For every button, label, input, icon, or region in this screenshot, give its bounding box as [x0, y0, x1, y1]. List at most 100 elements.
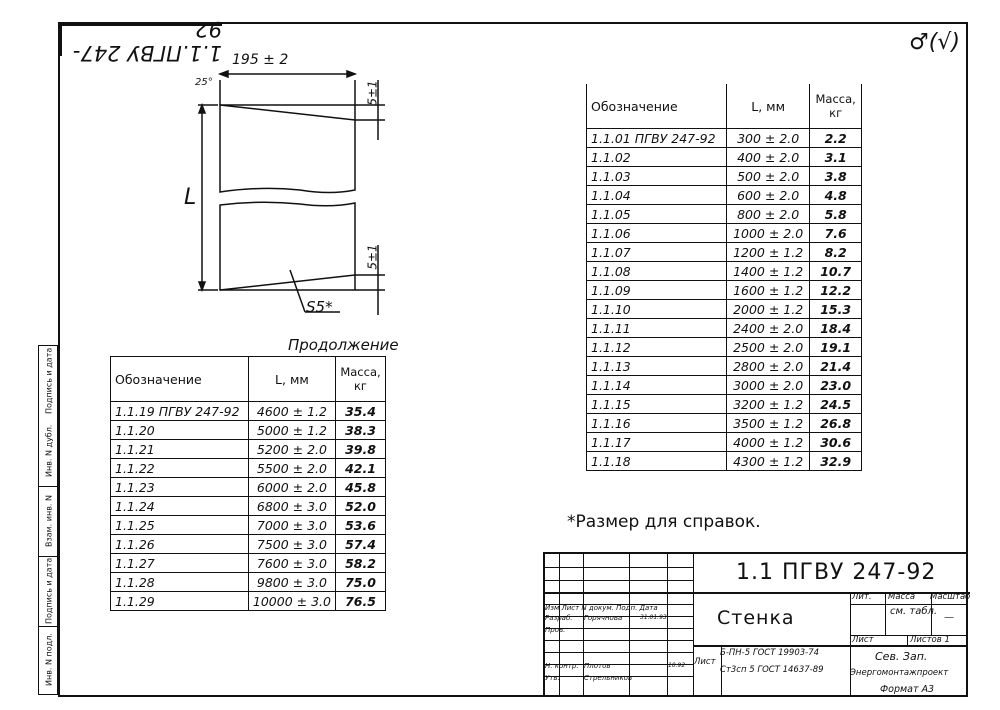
designation-cell: 1.1.05 — [585, 204, 728, 224]
format-label: Формат А3 — [880, 684, 935, 695]
length-cell: 3000 ± 2.0 — [726, 375, 811, 395]
mass-cell: 32.9 — [809, 451, 862, 471]
length-cell: 10000 ± 3.0 — [247, 591, 336, 611]
name-3: Стрельников — [584, 674, 633, 682]
role-1: Разраб. — [545, 614, 573, 622]
mass-cell: 52.0 — [334, 496, 387, 516]
designation-cell: 1.1.21 — [110, 439, 249, 459]
length-cell: 600 ± 2.0 — [726, 185, 811, 205]
mass-label: Масса — [888, 592, 916, 602]
designation-cell: 1.1.28 — [110, 572, 249, 592]
mass-cell: 75.0 — [334, 572, 387, 592]
col-length: L, мм — [247, 356, 336, 402]
length-cell: 800 ± 2.0 — [726, 204, 811, 224]
strip-label-5: Инв. N подл. — [39, 626, 59, 695]
mass-cell: 35.4 — [334, 401, 387, 421]
length-cell: 4600 ± 1.2 — [247, 401, 336, 421]
name-1: Горячнова — [584, 614, 623, 622]
material-1: Б-ПН-5 ГОСТ 19903-74 — [720, 648, 820, 658]
mass-cell: 38.3 — [334, 420, 387, 440]
designation-cell: 1.1.08 — [585, 261, 728, 281]
mass-cell: 21.4 — [809, 356, 862, 376]
col-mass: Масса, кг — [809, 84, 862, 129]
left-table: Обозначение L, мм Масса, кг 1.1.19 ПГВУ … — [110, 356, 387, 611]
length-cell: 9800 ± 3.0 — [247, 572, 336, 592]
left-strip: Подпись и дата Инв. N дубл. Взам. инв. N… — [38, 345, 59, 695]
designation-cell: 1.1.12 — [585, 337, 728, 357]
length-cell: 2500 ± 2.0 — [726, 337, 811, 357]
title-block — [543, 552, 970, 697]
length-cell: 7600 ± 3.0 — [247, 553, 336, 573]
length-cell: 4300 ± 1.2 — [726, 451, 811, 471]
length-cell: 1600 ± 1.2 — [726, 280, 811, 300]
designation-cell: 1.1.15 — [585, 394, 728, 414]
role-4: Утв. — [545, 674, 560, 682]
designation-cell: 1.1.29 — [110, 591, 249, 611]
sheets-label: Листов 1 — [910, 635, 950, 645]
designation-cell: 1.1.22 — [110, 458, 249, 478]
role-2: Пров. — [545, 626, 566, 634]
mass-cell: 7.6 — [809, 223, 862, 243]
designation-cell: 1.1.01 ПГВУ 247-92 — [585, 128, 728, 148]
length-cell: 5500 ± 2.0 — [247, 458, 336, 478]
mass-cell: 12.2 — [809, 280, 862, 300]
mass-cell: 3.8 — [809, 166, 862, 186]
mass-cell: 30.6 — [809, 432, 862, 452]
designation-cell: 1.1.26 — [110, 534, 249, 554]
designation-cell: 1.1.13 — [585, 356, 728, 376]
sheet-cell-label: Лист — [694, 657, 716, 667]
mass-cell: 8.2 — [809, 242, 862, 262]
designation-cell: 1.1.17 — [585, 432, 728, 452]
length-cell: 2400 ± 2.0 — [726, 318, 811, 338]
designation-cell: 1.1.18 — [585, 451, 728, 471]
length-cell: 6000 ± 2.0 — [247, 477, 336, 497]
thickness-label: S5* — [306, 298, 333, 316]
designation-cell: 1.1.10 — [585, 299, 728, 319]
mass-cell: 45.8 — [334, 477, 387, 497]
footnote: *Размер для справок. — [567, 512, 761, 532]
roughness-mark: ♂(√) — [909, 30, 960, 55]
designation-cell: 1.1.24 — [110, 496, 249, 516]
designation-cell: 1.1.09 — [585, 280, 728, 300]
mass-cell: 76.5 — [334, 591, 387, 611]
designation-cell: 1.1.06 — [585, 223, 728, 243]
mass-cell: 58.2 — [334, 553, 387, 573]
header-row: Изм Лист N докум. Подп. Дата — [545, 604, 658, 612]
name-2: Плотов — [584, 662, 611, 670]
designation-cell: 1.1.11 — [585, 318, 728, 338]
doc-name: Стенка — [717, 607, 795, 629]
strip-label-4: Подпись и дата — [39, 556, 59, 627]
length-cell: 500 ± 2.0 — [726, 166, 811, 186]
designation-cell: 1.1.23 — [110, 477, 249, 497]
strip-label-2: Инв. N дубл. — [39, 416, 59, 487]
length-cell: 7000 ± 3.0 — [247, 515, 336, 535]
part-drawing — [197, 69, 385, 315]
mass-cell: 2.2 — [809, 128, 862, 148]
mass-cell: 24.5 — [809, 394, 862, 414]
designation-cell: 1.1.27 — [110, 553, 249, 573]
sheet-label: Лист — [852, 635, 874, 645]
width-dimension: 195 ± 2 — [232, 52, 289, 68]
bottom-tolerance: 5±1 — [365, 244, 380, 270]
length-cell: 1000 ± 2.0 — [726, 223, 811, 243]
designation-cell: 1.1.16 — [585, 413, 728, 433]
date-2: 10.92 — [668, 662, 686, 669]
mass-cell: 19.1 — [809, 337, 862, 357]
scale-label: Масштаб — [930, 592, 971, 602]
date-1: 31.01.93 — [640, 614, 667, 621]
